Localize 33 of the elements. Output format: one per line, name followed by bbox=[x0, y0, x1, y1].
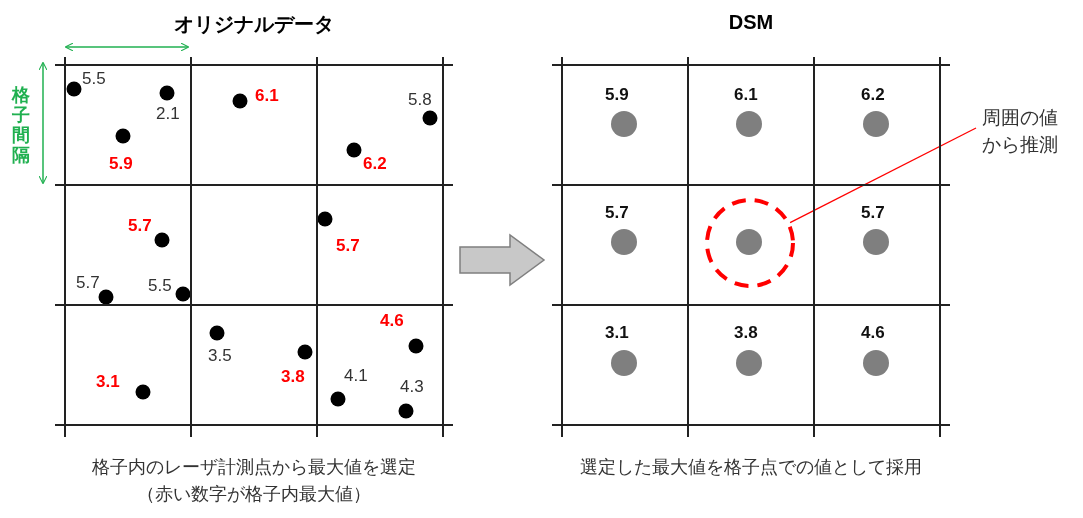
value-label: 4.6 bbox=[380, 311, 404, 330]
value-label: 3.1 bbox=[605, 323, 629, 342]
value-label: 5.7 bbox=[605, 203, 629, 222]
value-label: 6.2 bbox=[363, 154, 387, 173]
value-label: 6.1 bbox=[255, 86, 279, 105]
value-label: 5.9 bbox=[605, 85, 629, 104]
value-label: 5.8 bbox=[408, 90, 432, 109]
value-label: 5.7 bbox=[76, 273, 100, 292]
value-label: 4.1 bbox=[344, 366, 368, 385]
value-label: 5.9 bbox=[109, 154, 133, 173]
value-label: 5.7 bbox=[861, 203, 885, 222]
value-label: 3.5 bbox=[208, 346, 232, 365]
value-label: 4.3 bbox=[400, 377, 424, 396]
value-label: 6.1 bbox=[734, 85, 758, 104]
block-arrow bbox=[459, 233, 546, 287]
value-label: 6.2 bbox=[861, 85, 885, 104]
panel-heading: DSM bbox=[727, 11, 775, 34]
value-label: 3.8 bbox=[734, 323, 758, 342]
callout-text: 周囲の値から推測 bbox=[982, 106, 1059, 157]
value-label: 5.7 bbox=[336, 236, 360, 255]
dimension-label: 格子間隔 bbox=[12, 85, 30, 165]
leader-line bbox=[789, 127, 977, 224]
value-label: 4.6 bbox=[861, 323, 885, 342]
panel-heading: オリジナルデータ bbox=[173, 12, 335, 37]
value-label: 5.5 bbox=[148, 276, 172, 295]
node-label: 選定した最大値を格子点での値として採用 bbox=[579, 456, 923, 479]
value-label: 3.1 bbox=[96, 372, 120, 391]
value-label: 3.8 bbox=[281, 367, 305, 386]
value-label: 5.7 bbox=[128, 216, 152, 235]
value-label: 2.1 bbox=[156, 104, 180, 123]
value-label: 5.5 bbox=[82, 69, 106, 88]
node-label: （赤い数字が格子内最大値） bbox=[136, 483, 372, 506]
node-label: 格子内のレーザ計測点から最大値を選定 bbox=[91, 456, 417, 479]
